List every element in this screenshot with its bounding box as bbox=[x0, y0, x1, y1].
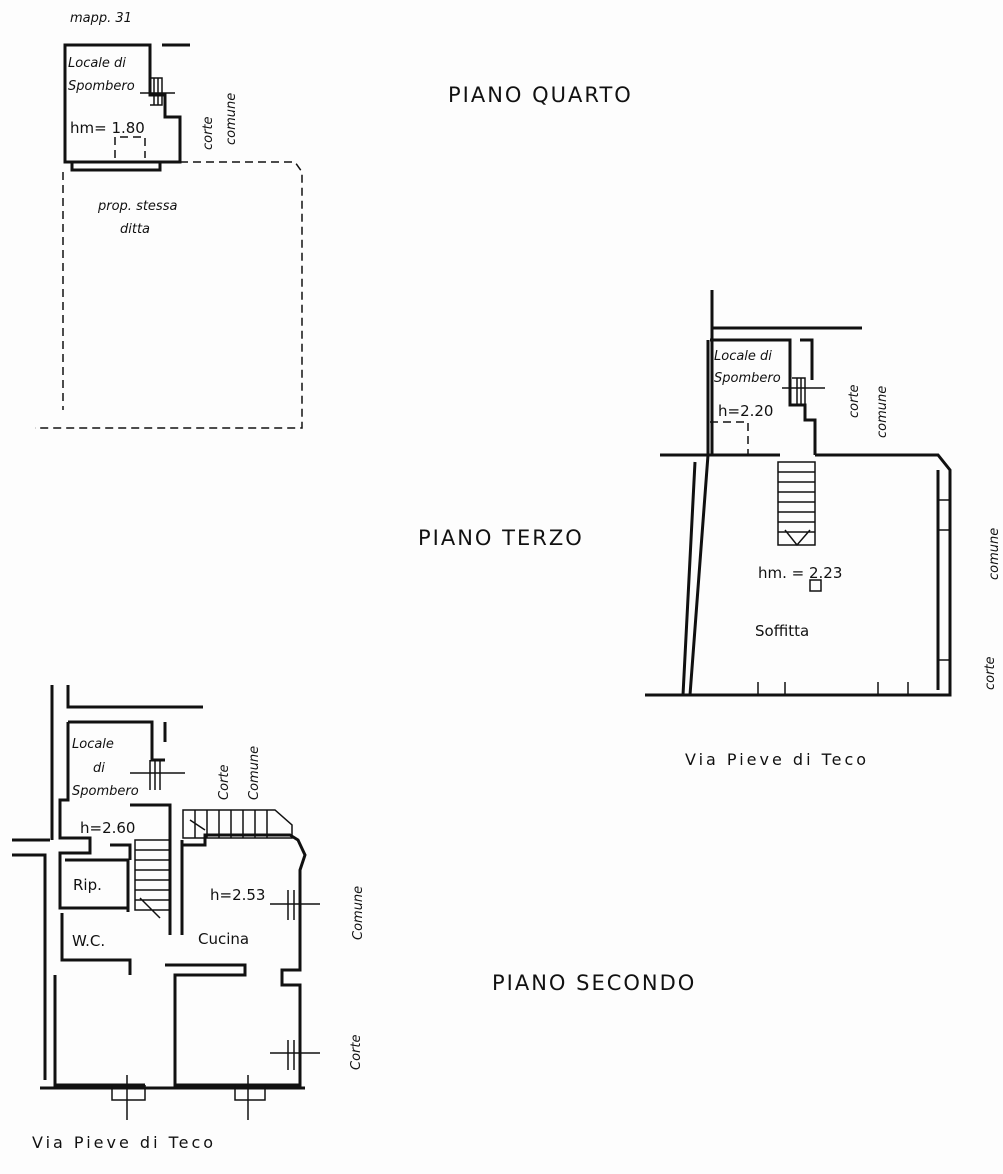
windows bbox=[111, 760, 320, 1120]
floor-title-secondo: PIANO SECONDO bbox=[492, 971, 696, 995]
street-label: Via Pieve di Teco bbox=[685, 750, 869, 769]
corte-label: corte bbox=[201, 116, 216, 150]
piano-quarto-plan: Locale di Spombero hm= 1.80 corte comune… bbox=[35, 43, 633, 429]
corte-top-label: Corte bbox=[217, 765, 232, 800]
comune-label: comune bbox=[875, 386, 890, 438]
kitchen-height: h=2.53 bbox=[210, 886, 265, 904]
corte-side-label: corte bbox=[983, 656, 998, 690]
room-label-line1: Locale di bbox=[68, 56, 126, 71]
kitchen-label: Cucina bbox=[198, 930, 249, 948]
corte-side-label: Corte bbox=[349, 1035, 364, 1070]
attic-height: hm. = 2.23 bbox=[758, 564, 842, 582]
room-label-line3: Spombero bbox=[72, 784, 139, 799]
main-walls bbox=[645, 453, 952, 697]
room-label-line2: di bbox=[93, 761, 105, 776]
interior-walls bbox=[53, 803, 172, 1087]
outer-walls bbox=[12, 685, 305, 1090]
adjacent-label-line2: ditta bbox=[120, 222, 150, 237]
adjacent-property-outline bbox=[35, 161, 303, 429]
corte-label: corte bbox=[847, 384, 862, 418]
piano-terzo-plan: Locale di Spombero h=2.20 corte comune h… bbox=[418, 290, 1002, 769]
room-label-line2: Spombero bbox=[714, 371, 781, 386]
piano-secondo-plan-drawing: Locale di Spombero h=2.60 Corte Comune R… bbox=[12, 685, 696, 1152]
hatch-outline bbox=[710, 421, 749, 455]
comune-label: comune bbox=[224, 93, 239, 145]
staircase bbox=[777, 461, 816, 547]
hatch-outline bbox=[114, 136, 146, 158]
room-label-line1: Locale di bbox=[714, 349, 772, 364]
openings bbox=[757, 499, 950, 695]
kitchen-walls bbox=[165, 815, 307, 1087]
room-height: hm= 1.80 bbox=[70, 119, 145, 137]
mapp-reference: mapp. 31 bbox=[70, 11, 132, 26]
street-label: Via Pieve di Teco bbox=[32, 1133, 216, 1152]
window bbox=[782, 377, 825, 405]
hatch-square bbox=[809, 579, 822, 592]
room-height: h=2.60 bbox=[80, 819, 135, 837]
comune-side-label: Comune bbox=[351, 886, 366, 940]
locale-walls bbox=[58, 720, 167, 912]
floor-title-terzo: PIANO TERZO bbox=[418, 526, 584, 550]
inner-staircase bbox=[134, 839, 171, 919]
room-height: h=2.20 bbox=[718, 402, 773, 420]
comune-top-label: Comune bbox=[247, 746, 262, 800]
ripostiglio-label: Rip. bbox=[73, 876, 102, 894]
room-label-line2: Spombero bbox=[68, 79, 135, 94]
outer-staircase bbox=[182, 809, 293, 839]
wall-stub bbox=[800, 338, 814, 380]
room-label-line1: Locale bbox=[72, 737, 114, 752]
attic-label: Soffitta bbox=[755, 622, 809, 640]
threshold bbox=[70, 160, 162, 172]
wc-label: W.C. bbox=[72, 932, 105, 950]
window bbox=[140, 77, 175, 106]
floor-title-quarto: PIANO QUARTO bbox=[448, 83, 633, 107]
adjacent-label-line1: prop. stessa bbox=[97, 199, 177, 214]
outer-walls-top bbox=[710, 290, 862, 455]
comune-side-label: comune bbox=[987, 528, 1002, 580]
